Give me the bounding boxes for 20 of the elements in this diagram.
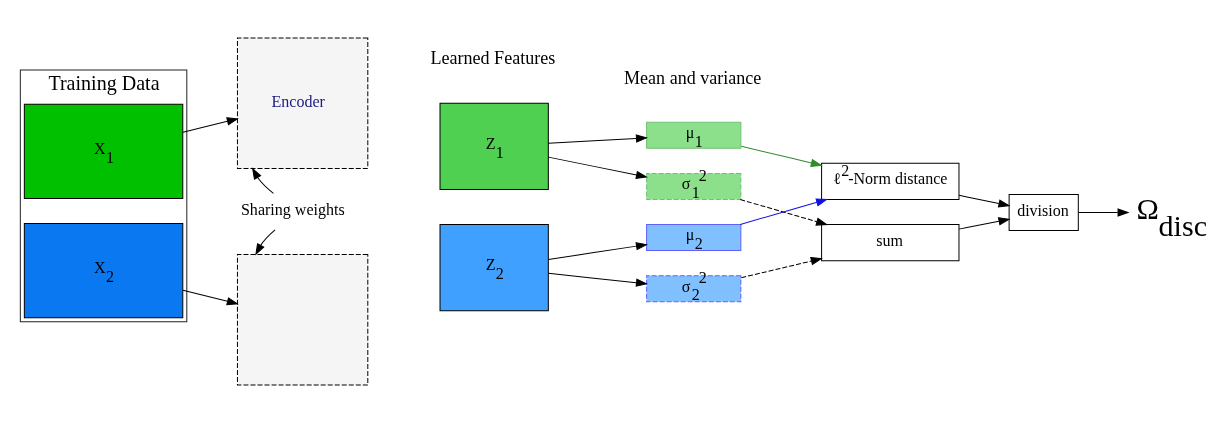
arrow [547, 156, 647, 179]
arrow [547, 242, 647, 261]
node-box: Encoder [236, 37, 369, 169]
arrow [547, 134, 647, 144]
node-text: Sharing weights [240, 201, 345, 219]
arrow [547, 272, 647, 287]
label: Learned Features [430, 48, 556, 69]
arrow [740, 257, 822, 279]
node-box: division [1008, 193, 1079, 232]
arrow [740, 145, 822, 167]
arrow [182, 289, 238, 306]
arrow [958, 194, 1010, 208]
arrow [252, 168, 274, 194]
node-box: sum [821, 224, 960, 262]
arrow [255, 229, 276, 255]
arrow [182, 117, 238, 133]
arrow [958, 217, 1010, 230]
arrow [1078, 208, 1129, 217]
node-box [236, 254, 369, 386]
label: Mean and variance [624, 67, 762, 88]
